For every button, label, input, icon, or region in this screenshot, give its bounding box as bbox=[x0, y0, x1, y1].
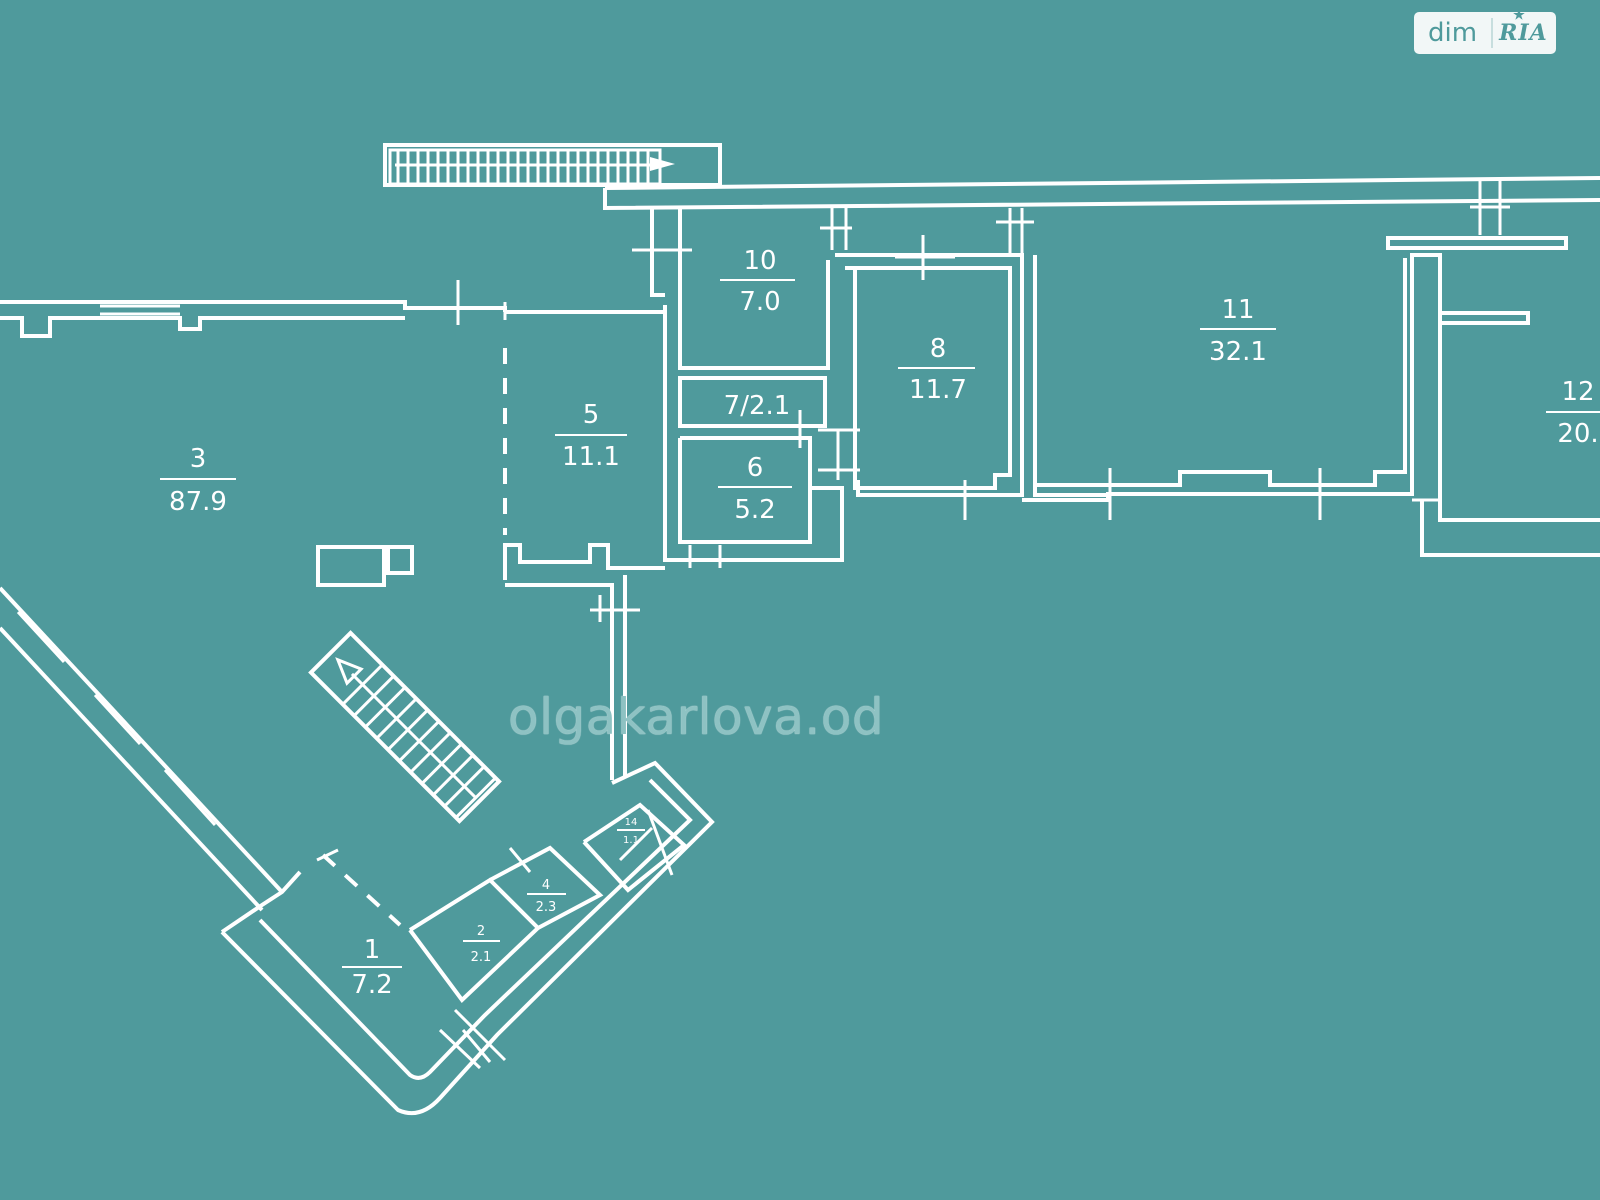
room-3-fixture bbox=[316, 545, 414, 587]
svg-text:32.1: 32.1 bbox=[1209, 337, 1267, 367]
svg-text:11.1: 11.1 bbox=[562, 442, 620, 472]
room-6-7-walls bbox=[663, 305, 860, 568]
watermark: olgakarlova.od bbox=[508, 688, 885, 746]
room-10-walls bbox=[632, 208, 852, 370]
brand-dim-text: dim bbox=[1428, 18, 1478, 48]
room-3-top-wall bbox=[0, 280, 507, 338]
svg-text:5.2: 5.2 bbox=[734, 495, 775, 525]
room-10-label: 10 7.0 bbox=[720, 246, 795, 317]
svg-text:7.0: 7.0 bbox=[739, 287, 780, 317]
room-labels: 3 87.9 5 11.1 10 7.0 7/2.1 6 5.2 8 11.7 bbox=[160, 246, 1600, 1000]
lower-block-walls bbox=[220, 760, 715, 1115]
room-11-label: 11 32.1 bbox=[1200, 295, 1276, 367]
top-stair bbox=[383, 143, 722, 187]
svg-text:7/2.1: 7/2.1 bbox=[724, 391, 791, 421]
room-8-walls bbox=[835, 208, 1034, 520]
inner-stair-tread bbox=[454, 776, 497, 819]
room-4-label: 4 2.3 bbox=[527, 878, 566, 915]
room-8-label: 8 11.7 bbox=[898, 334, 975, 405]
room-7-label: 7/2.1 bbox=[724, 391, 791, 421]
room-12-label: 12 20. bbox=[1546, 377, 1600, 449]
room-5-label: 5 11.1 bbox=[555, 400, 627, 472]
svg-text:2: 2 bbox=[477, 924, 485, 939]
svg-text:3: 3 bbox=[190, 444, 207, 474]
room-11-walls bbox=[1022, 236, 1568, 520]
svg-text:8: 8 bbox=[930, 334, 947, 364]
svg-text:11.7: 11.7 bbox=[909, 375, 967, 405]
room-1-label: 1 7.2 bbox=[342, 935, 402, 1000]
room-2-label: 2 2.1 bbox=[463, 924, 500, 965]
svg-text:5: 5 bbox=[583, 400, 600, 430]
ria-star-icon: ★ bbox=[1513, 8, 1526, 23]
inner-stair bbox=[308, 630, 502, 824]
svg-text:4: 4 bbox=[542, 878, 550, 893]
svg-text:1: 1 bbox=[364, 935, 381, 965]
room-14-label: 14 1.1 bbox=[617, 817, 645, 846]
svg-text:14: 14 bbox=[625, 817, 638, 828]
svg-text:7.2: 7.2 bbox=[351, 970, 392, 1000]
svg-text:11: 11 bbox=[1221, 295, 1254, 325]
svg-text:10: 10 bbox=[743, 246, 776, 276]
svg-text:87.9: 87.9 bbox=[169, 487, 227, 517]
svg-text:2.1: 2.1 bbox=[471, 950, 492, 965]
brand-divider bbox=[1491, 18, 1494, 48]
svg-text:12: 12 bbox=[1561, 377, 1594, 407]
brand-ria-text: ★ RIA bbox=[1499, 8, 1548, 46]
diagonal-outer-wall bbox=[0, 586, 284, 912]
top-outer-wall bbox=[603, 176, 1600, 235]
room-5-walls bbox=[503, 310, 665, 780]
dim-ria-logo[interactable]: dim ★ RIA bbox=[1414, 8, 1556, 54]
room-6-label: 6 5.2 bbox=[718, 453, 792, 525]
svg-text:2.3: 2.3 bbox=[536, 900, 557, 915]
svg-text:1.1: 1.1 bbox=[623, 835, 639, 846]
room-3-label: 3 87.9 bbox=[160, 444, 236, 517]
svg-text:20.: 20. bbox=[1557, 419, 1598, 449]
brand-ria-label: RIA bbox=[1499, 20, 1548, 46]
svg-text:6: 6 bbox=[747, 453, 764, 483]
room-12-walls bbox=[1412, 253, 1600, 557]
